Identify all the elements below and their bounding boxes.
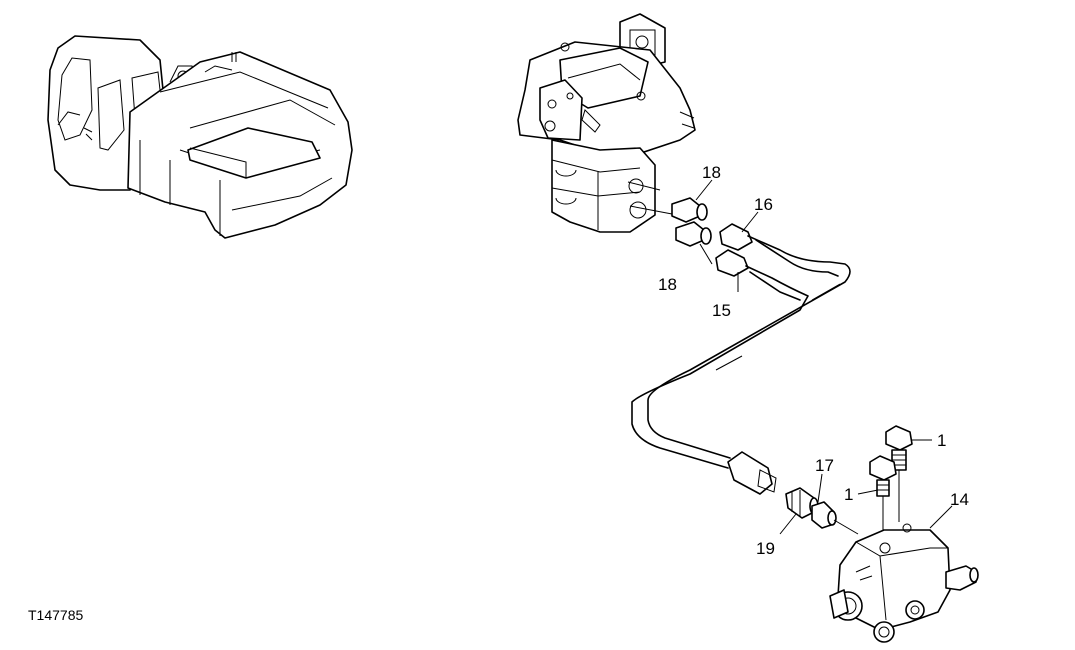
callout-16: 16 (754, 195, 773, 214)
fitting-18-lower (675, 221, 712, 247)
callout-18-upper: 18 (702, 163, 721, 182)
callout-18-lower: 18 (658, 275, 677, 294)
centerline-fitting (833, 519, 859, 535)
fitting-17 (811, 501, 837, 529)
excavator-overview-drawing (47, 35, 353, 239)
callout-14: 14 (950, 490, 969, 509)
callout-17: 17 (815, 456, 834, 475)
hose-end-15 (715, 249, 749, 277)
swing-motor-drawing (517, 13, 696, 233)
fitting-18-upper (671, 197, 708, 223)
callout-15: 15 (712, 301, 731, 320)
hose-end-lower (727, 451, 777, 495)
bolt-1-upper (885, 425, 913, 522)
callout-19: 19 (756, 539, 775, 558)
tube-assembly (631, 235, 851, 469)
callout-1-lower: 1 (844, 485, 853, 504)
valve-14-drawing (829, 523, 979, 643)
figure-id: T147785 (28, 607, 83, 623)
hose-end-16 (719, 223, 753, 251)
leader-lines (695, 179, 953, 535)
callout-1-upper: 1 (937, 431, 946, 450)
